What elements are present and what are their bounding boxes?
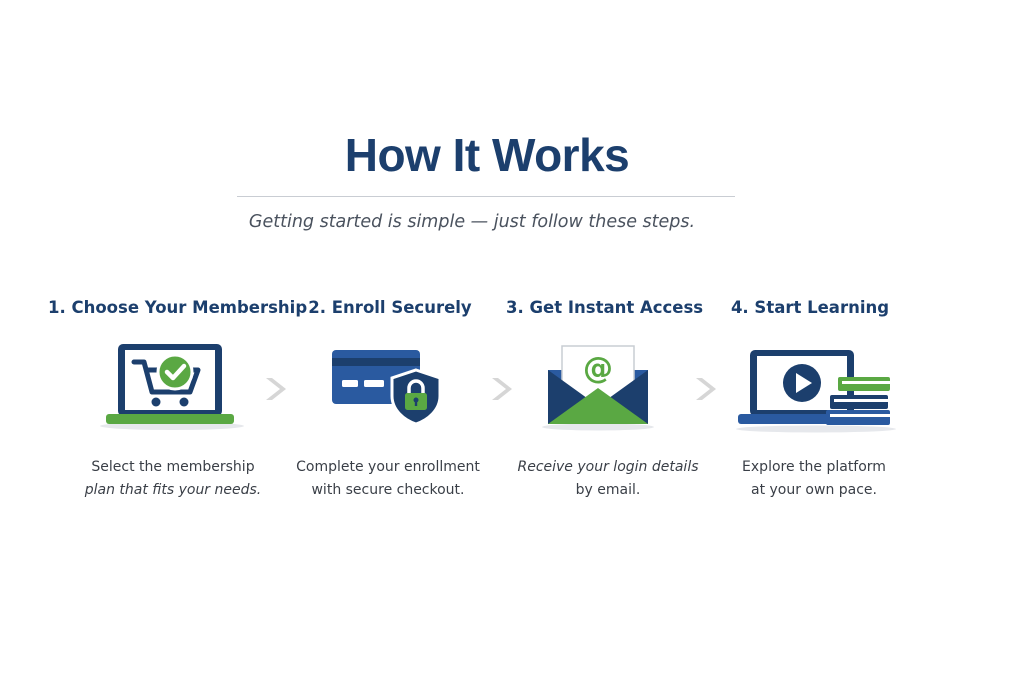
- step-2-desc-line-2: with secure checkout.: [311, 482, 465, 498]
- page-title: How It Works: [344, 129, 630, 181]
- step-4-description: Explore the platform at your own pace.: [714, 456, 914, 502]
- chevron-right-icon: [492, 378, 512, 400]
- step-1-desc-line-1: Select the membership: [91, 459, 255, 475]
- step-3-desc-line-1: Receive your login details: [517, 459, 699, 475]
- step-1-desc-line-2: plan that fits your needs.: [84, 482, 262, 498]
- step-4-desc-line-2: at your own pace.: [750, 482, 877, 498]
- svg-text:@: @: [583, 351, 613, 386]
- title-divider: [237, 196, 735, 197]
- step-2-desc-line-1: Complete your enrollment: [296, 459, 480, 475]
- step-3-desc-line-2: by email.: [575, 482, 641, 498]
- step-1-title: 1. Choose Your Membership: [48, 298, 308, 317]
- step-1-description: Select the membership plan that fits you…: [68, 456, 278, 502]
- page-subtitle: Getting started is simple — just follow …: [248, 212, 696, 232]
- laptop-cart-check-icon: [100, 344, 244, 430]
- step-3-title: 3. Get Instant Access: [506, 298, 704, 317]
- envelope-at-sign-icon: @: [542, 345, 654, 431]
- credit-card-lock-shield-icon: [332, 350, 442, 426]
- step-2-title: 2. Enroll Securely: [308, 298, 472, 317]
- laptop-play-books-icon: [736, 350, 896, 433]
- step-4-title: 4. Start Learning: [730, 298, 890, 317]
- step-2-description: Complete your enrollment with secure che…: [288, 456, 488, 502]
- step-4-desc-line-1: Explore the platform: [742, 459, 886, 475]
- chevron-right-icon: [696, 378, 716, 400]
- chevron-right-icon: [266, 378, 286, 400]
- step-3-description: Receive your login details by email.: [508, 456, 708, 502]
